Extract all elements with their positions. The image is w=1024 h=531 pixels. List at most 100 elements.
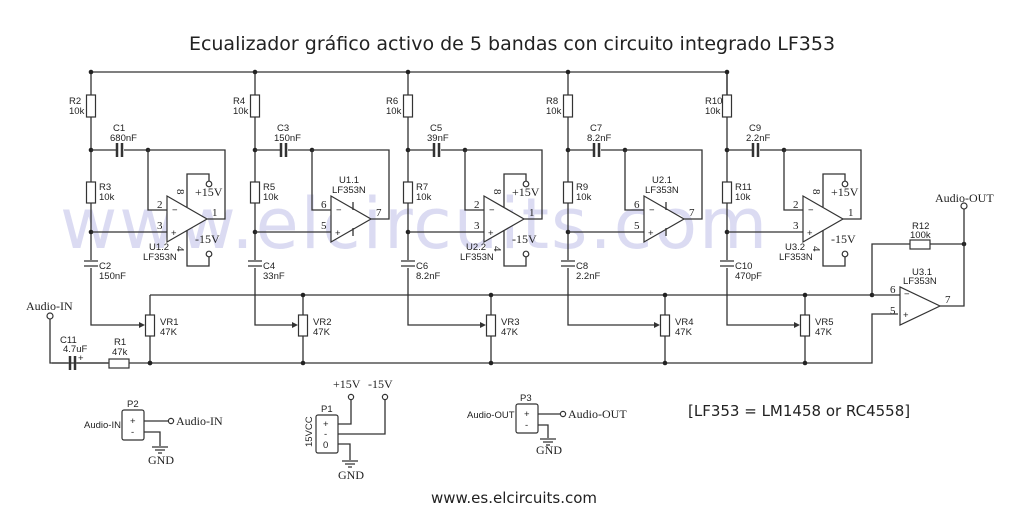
- svg-text:−: −: [172, 205, 178, 216]
- band-1: R210kC1680nFR310kC2150nF−+231U1.2LF353N+…: [69, 69, 226, 366]
- opamp: [330, 194, 373, 244]
- pot-ref: VR1: [160, 317, 178, 328]
- potentiometer[interactable]: [297, 314, 309, 337]
- c-gnd-ref: C2: [99, 261, 111, 272]
- potentiometer[interactable]: [144, 314, 156, 337]
- pot-ref: VR2: [313, 317, 331, 328]
- c-fb-ref: C7: [590, 123, 602, 134]
- resistor-top: [562, 94, 574, 118]
- pot-value: 47K: [815, 327, 833, 338]
- c-gnd-value: 470pF: [735, 271, 762, 282]
- r-top-ref: R10: [705, 96, 722, 107]
- c-fb-value: 2.2nF: [746, 133, 770, 144]
- r1-value: 47k: [112, 347, 128, 358]
- svg-text:+: +: [488, 228, 494, 239]
- opamp-ref: U1.1: [339, 175, 359, 186]
- resistor-top: [249, 94, 261, 118]
- footer-url[interactable]: www.es.elcircuits.com: [431, 489, 597, 507]
- band-4: R810kC78.2nFR910kC82.2nF−+657U2.1LF353NV…: [546, 69, 703, 366]
- c-fb-ref: C1: [113, 123, 125, 134]
- pot-ref: VR3: [501, 317, 519, 328]
- r-mid-ref: R9: [576, 182, 588, 193]
- potentiometer[interactable]: [485, 314, 497, 337]
- opamp-ref: U3.2: [785, 242, 805, 253]
- vee-terminal: [841, 250, 849, 258]
- c11-polarity: +: [78, 353, 84, 364]
- opamp-type: LF353N: [645, 185, 679, 196]
- c-gnd-value: 2.2nF: [576, 271, 600, 282]
- resistor-top: [402, 94, 414, 118]
- svg-text:+: +: [323, 419, 329, 430]
- svg-text:-: -: [324, 429, 327, 440]
- junction: [565, 69, 571, 75]
- u3-1-type: LF353N: [903, 276, 937, 287]
- page-title: Ecualizador gráfico activo de 5 bandas c…: [189, 33, 835, 55]
- r-mid-ref: R3: [99, 182, 111, 193]
- r12-resistor: [909, 239, 931, 250]
- r-mid-ref: R11: [735, 182, 752, 193]
- vcc-terminal: [205, 180, 213, 188]
- c11-value: 4.7uF: [63, 344, 87, 355]
- p2-net: Audio-IN: [176, 414, 223, 428]
- vee-terminal: [205, 250, 213, 258]
- audio-out-terminal[interactable]: [960, 202, 968, 210]
- svg-text:−: −: [489, 205, 495, 216]
- vee-label: -15V: [512, 232, 537, 246]
- potentiometer[interactable]: [659, 314, 671, 337]
- c-gnd-ref: C8: [576, 261, 588, 272]
- c-gnd-value: 8.2nF: [416, 271, 440, 282]
- pot-value: 47K: [160, 327, 178, 338]
- svg-text:+: +: [648, 228, 654, 239]
- svg-text:+: +: [171, 228, 177, 239]
- c-gnd-value: 150nF: [99, 271, 126, 282]
- r-top-value: 10k: [69, 106, 85, 117]
- pin-inv: 2: [793, 199, 799, 211]
- svg-text:+: +: [903, 310, 909, 321]
- vcc-label: +15V: [512, 185, 540, 199]
- r-top-value: 10k: [233, 106, 249, 117]
- c-fb-value: 39nF: [427, 133, 449, 144]
- svg-text:−: −: [808, 205, 814, 216]
- c-gnd-ref: C10: [735, 261, 752, 272]
- r-top-ref: R4: [233, 96, 245, 107]
- pin-inv: 6: [321, 199, 327, 211]
- vcc-label: +15V: [195, 185, 223, 199]
- u3-1-pin-out: 7: [945, 294, 951, 306]
- audio-in-terminal[interactable]: [46, 312, 54, 320]
- svg-text:+: +: [335, 228, 341, 239]
- connector-p2: P2 Audio-IN + - Audio-IN GND: [84, 399, 223, 467]
- r-top-value: 10k: [705, 106, 721, 117]
- u3-1-opamp: [899, 286, 942, 326]
- svg-text:-: -: [131, 427, 134, 438]
- pin-out: 1: [848, 207, 854, 219]
- pot-ref: VR4: [675, 317, 693, 328]
- pin-noninv: 3: [157, 220, 163, 232]
- svg-text:−: −: [649, 205, 655, 216]
- r-mid-value: 10k: [576, 192, 592, 203]
- input-section: Audio-IN C11 4.7uF + R1 47k: [26, 299, 153, 370]
- r12-ref: R12: [912, 221, 929, 232]
- c-fb-ref: C5: [430, 123, 442, 134]
- vcc-terminal: [522, 180, 530, 188]
- pot-value: 47K: [675, 327, 693, 338]
- junction: [724, 69, 730, 75]
- opamp-ref: U2.2: [466, 242, 486, 253]
- r1-ref: R1: [114, 337, 126, 348]
- opamp-ref: U2.1: [652, 175, 672, 186]
- potentiometer[interactable]: [799, 314, 811, 337]
- c-gnd-value: 33nF: [263, 271, 285, 282]
- vee-label: -15V: [831, 232, 856, 246]
- connector-p3: P3 Audio-OUT + - Audio-OUT GND: [467, 393, 627, 457]
- pin-out: 1: [212, 207, 218, 219]
- r-mid-value: 10k: [416, 192, 432, 203]
- c-fb-ref: C3: [277, 123, 289, 134]
- audio-in-label: Audio-IN: [26, 299, 73, 313]
- bottom-bus: [52, 313, 898, 364]
- pin-out: 7: [376, 207, 382, 219]
- svg-text:4: 4: [491, 246, 503, 252]
- top-rail: [91, 71, 728, 95]
- svg-text:+15V: +15V: [333, 377, 361, 391]
- r-top-value: 10k: [546, 106, 562, 117]
- resistor-top: [721, 94, 733, 118]
